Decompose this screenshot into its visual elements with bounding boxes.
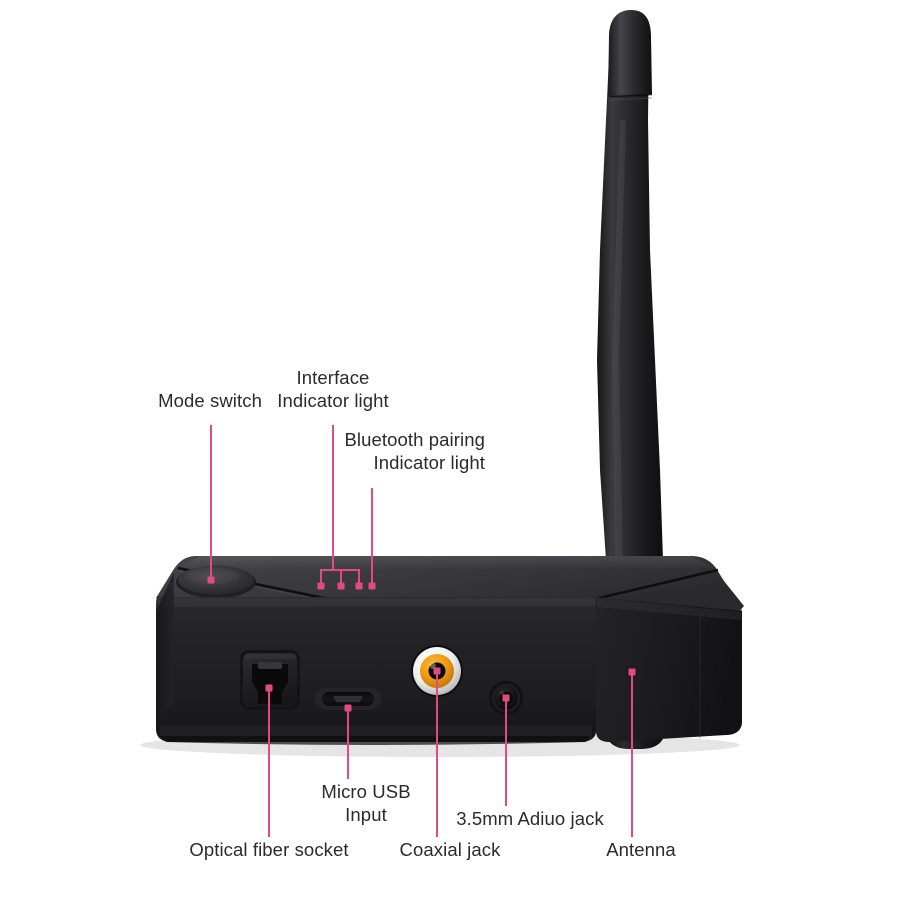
optical-fiber-socket-port (240, 650, 300, 710)
marker-micro-usb (344, 704, 352, 712)
callout-line: Indicator light (277, 390, 389, 411)
callout-line: Input (345, 804, 387, 825)
callout-label-antenna: Antenna (551, 838, 731, 861)
callout-line: 3.5mm Adiuo jack (456, 808, 604, 829)
marker-audio-jack (502, 694, 510, 702)
callout-markers (207, 576, 636, 712)
mode-switch-button (176, 565, 256, 598)
marker-coaxial-jack (433, 667, 441, 675)
callout-label-mode-switch: Mode switch (62, 389, 262, 412)
callout-leader-lines (210, 425, 633, 837)
callout-label-coaxial-jack: Coaxial jack (340, 838, 560, 861)
marker-mode-switch (207, 576, 215, 584)
callout-line: Micro USB (321, 781, 411, 802)
callout-label-bluetooth-pairing-indicator-light: Bluetooth pairing Indicator light (145, 428, 485, 474)
callout-line: Interface (296, 367, 370, 388)
marker-optical-fiber (265, 684, 273, 692)
marker-antenna (628, 668, 636, 676)
callout-line: Optical fiber socket (189, 839, 349, 860)
callout-line: Antenna (606, 839, 676, 860)
callout-line: Coaxial jack (399, 839, 501, 860)
callout-label-audio-jack-3-5mm: 3.5mm Adiuo jack (420, 807, 640, 830)
callout-line: Indicator light (373, 452, 485, 473)
callout-label-micro-usb-input: Micro USB Input (246, 780, 486, 826)
callout-line: Bluetooth pairing (344, 429, 485, 450)
callout-line: Mode switch (158, 390, 262, 411)
callout-label-interface-indicator-light: Interface Indicator light (213, 366, 453, 412)
micro-usb-port (315, 688, 381, 710)
callout-label-optical-fiber-socket: Optical fiber socket (129, 838, 409, 861)
